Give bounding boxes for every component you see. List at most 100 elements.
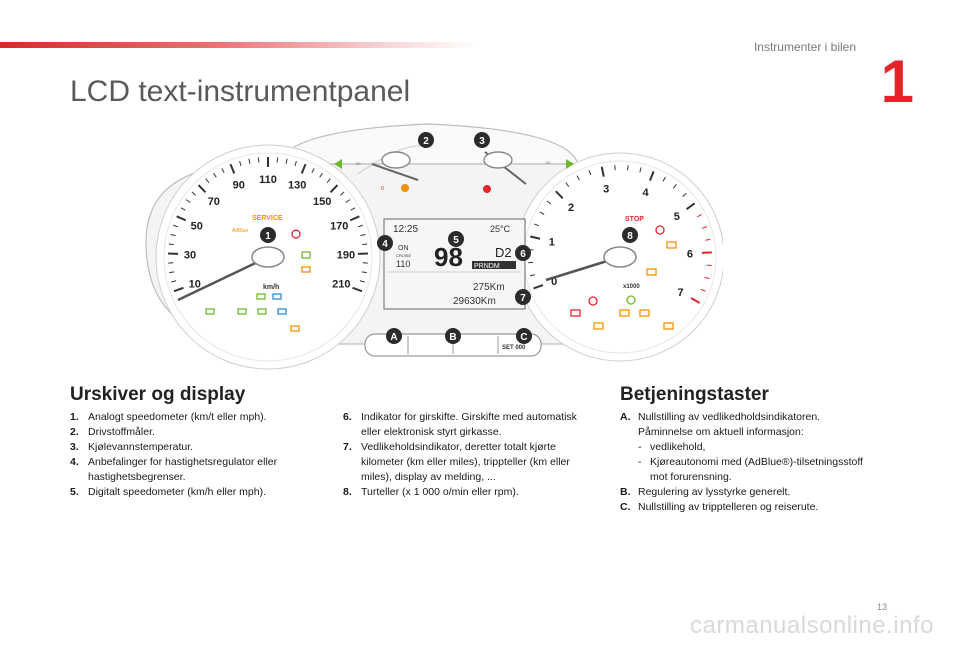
rev-tick [555, 190, 564, 199]
warning-lamps-right [570, 225, 677, 330]
rev-number: 1 [549, 236, 555, 248]
item-a-text: Nullstilling av vedlikedholdsindikatoren… [638, 411, 821, 423]
callout-marker [445, 328, 461, 344]
item-a-sub1: vedlikehold, [650, 441, 706, 453]
temperature-gauge: 50 90 [356, 151, 551, 193]
speed-number: 150 [313, 196, 331, 208]
rev-tick [533, 223, 539, 227]
list-item: 1.Analogt speedometer (km/t eller mph). [70, 411, 267, 423]
speed-number: 50 [191, 220, 203, 232]
speed-tick [185, 199, 191, 203]
rev-tick [533, 284, 544, 290]
chapter-number: 1 [880, 48, 914, 115]
speed-tick [229, 163, 236, 174]
list-item: 4.Anbefalinger for hastighetsregulator e… [70, 456, 278, 483]
speed-tick [239, 160, 242, 167]
controls-list: A. Nullstilling av vedlikedholdsindikato… [620, 410, 870, 515]
callout-marker [515, 245, 531, 261]
temp-mark-mid: 90 [546, 160, 551, 165]
warning-lamps-left [205, 229, 311, 332]
page-number: 13 [876, 602, 887, 612]
speed-number: 30 [184, 249, 196, 261]
speed-tick [173, 286, 184, 293]
speedometer-hub [251, 246, 285, 268]
rev-tick [529, 274, 535, 277]
speed-tick [197, 184, 207, 193]
speed-tick [205, 178, 210, 183]
rev-number: 0 [551, 276, 557, 288]
speed-number: 170 [330, 220, 348, 232]
speed-tick [248, 158, 251, 164]
speed-tick [352, 286, 363, 293]
lcd-limit-sub: CRUISE [396, 253, 411, 258]
item-a-text2: Påminnelse om aktuell informasjon: [638, 426, 804, 438]
lcd-speed: 98 [434, 242, 463, 272]
rev-tick [649, 170, 655, 182]
callout-label: 8 [627, 231, 633, 242]
callout-marker [377, 235, 393, 251]
speed-number: 130 [288, 180, 306, 192]
fuel-mark-empty: 0 [381, 186, 384, 192]
fuel-gauge: 0 [357, 145, 429, 192]
turn-left-indicator [334, 159, 342, 169]
list-item: 2.Drivstoffmåler. [70, 426, 155, 438]
speed-tick [213, 172, 217, 178]
rev-number: 5 [674, 211, 680, 223]
callout-label: 1 [265, 231, 271, 242]
lcd-clock: 12:25 [393, 224, 418, 235]
dials-heading: Urskiver og display [70, 384, 246, 405]
rev-tick [576, 175, 580, 181]
reset-button-label: SET 000 [502, 345, 526, 351]
dials-list: 1.Analogt speedometer (km/t eller mph). … [70, 410, 315, 500]
list-item-a: A. Nullstilling av vedlikedholdsindikato… [620, 410, 870, 485]
lcd-temp: 25°C [490, 224, 511, 234]
controls-heading: Betjeningstaster [620, 384, 769, 405]
callout-marker [622, 227, 638, 243]
rev-tick [662, 176, 666, 182]
speed-tick [300, 163, 307, 174]
dials-list-continued: 6.Indikator for girskifte. Girskifte med… [343, 410, 593, 500]
callout-marker [418, 132, 434, 148]
lcd-odometer: 29630Km [453, 296, 496, 307]
header-stripe [0, 42, 480, 48]
page-title: LCD text-instrumentpanel [70, 75, 411, 108]
speed-tick [349, 215, 360, 222]
rev-tick [682, 192, 687, 198]
callout-label: 7 [520, 293, 526, 304]
rev-tick [701, 226, 708, 229]
speed-tick [168, 243, 174, 246]
callout-marker [260, 227, 276, 243]
service-label: SERVICE [252, 215, 283, 222]
speed-tick [191, 191, 197, 196]
speed-unit: km/h [263, 284, 279, 291]
callout-label: B [449, 332, 456, 343]
rev-tick [704, 276, 710, 280]
callout-label: 3 [479, 136, 485, 147]
list-item-c: C.Nullstilling av tripptelleren og reise… [620, 501, 819, 513]
speed-number: 10 [189, 279, 201, 291]
list-item: 6.Indikator for girskifte. Girskifte med… [343, 411, 577, 438]
rev-tick [546, 200, 552, 205]
callout-label: 6 [520, 249, 526, 260]
speed-number: 210 [332, 279, 350, 291]
speed-number: 190 [337, 249, 355, 261]
callout-marker [516, 328, 532, 344]
speed-tick [319, 172, 323, 178]
lcd-limit-label: ON [398, 245, 409, 252]
rev-tick [639, 167, 642, 173]
speed-tick [339, 191, 345, 196]
speed-number: 90 [233, 180, 245, 192]
rev-tick [539, 211, 545, 215]
callout-marker [474, 132, 490, 148]
rev-tick [600, 166, 605, 177]
rev-tick [700, 288, 706, 292]
item-a-sub2: Kjøreautonomi med (AdBlue®)-tilsetningss… [650, 456, 863, 483]
list-item: 5.Digitalt speedometer (km/h eller mph). [70, 486, 266, 498]
lcd-trip: 275Km [473, 282, 505, 293]
speed-tick [285, 158, 288, 164]
callout-marker [386, 328, 402, 344]
callout-label: 4 [382, 239, 388, 250]
